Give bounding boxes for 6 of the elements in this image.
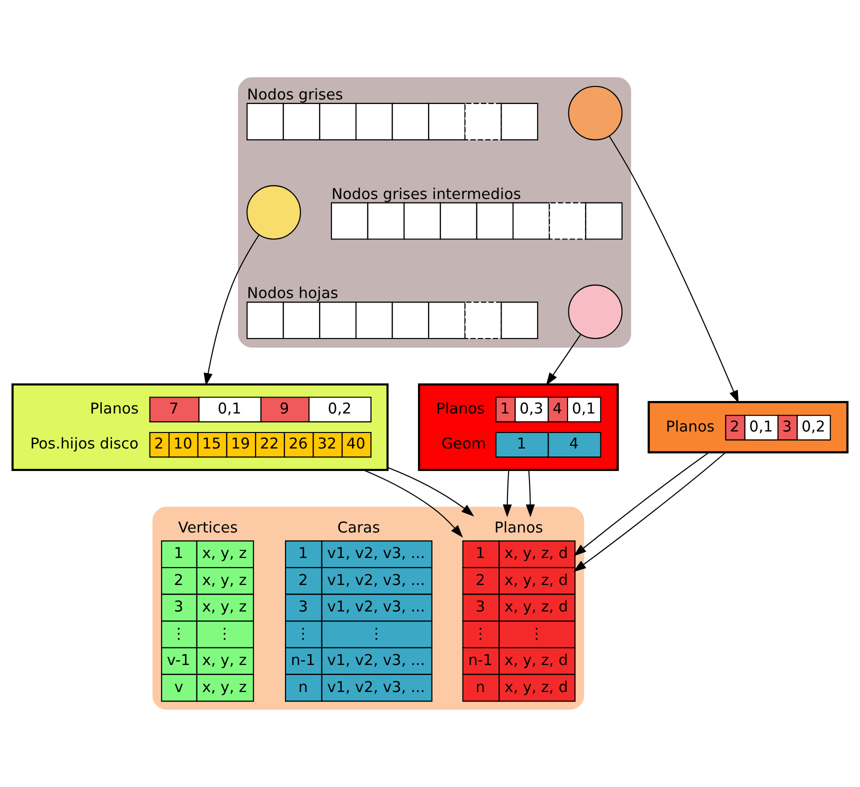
node-label: Nodos grises [247,85,344,104]
node-label: Nodos hojas [247,284,338,302]
node-label: Planos [494,518,544,537]
node-label: Nodos grises intermedios [331,184,522,203]
node-label: Vertices [178,518,238,537]
node-label: Caras [337,518,380,537]
